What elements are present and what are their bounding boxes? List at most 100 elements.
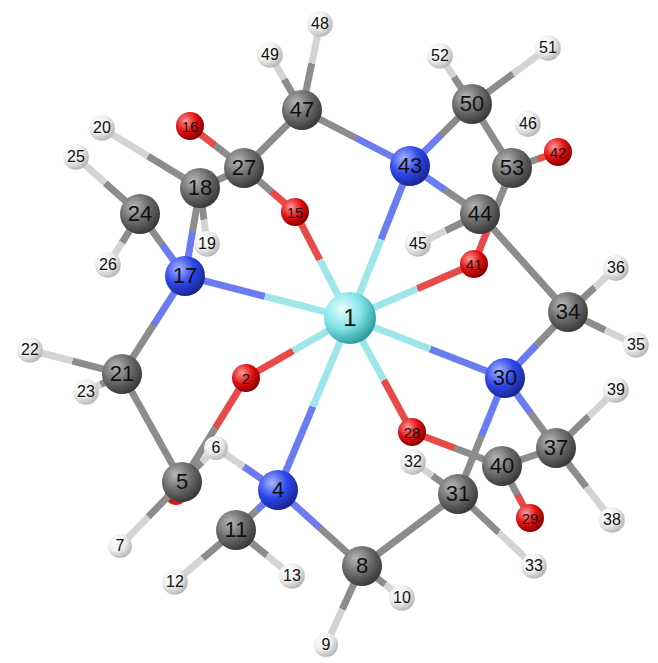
atom-ball: 47 xyxy=(282,90,322,130)
atom-sphere-fill xyxy=(623,332,649,358)
atom-number: 31 xyxy=(446,483,470,505)
bond-line xyxy=(520,454,538,460)
atom-ball: 49 xyxy=(257,42,283,68)
bond-line xyxy=(151,229,174,260)
bond-line xyxy=(202,207,205,232)
bond-line xyxy=(359,184,403,295)
bond-line xyxy=(257,330,328,371)
atom-number: 30 xyxy=(493,367,517,389)
bond-line xyxy=(516,393,545,432)
atom-number: 44 xyxy=(468,203,492,225)
atom-sphere-fill xyxy=(232,364,260,392)
atom-number: 45 xyxy=(409,236,427,252)
atom-number: 24 xyxy=(128,203,152,225)
atom-number: 10 xyxy=(393,590,411,606)
atom-number: 34 xyxy=(556,301,580,323)
atom-number: 12 xyxy=(166,574,184,590)
atom-ball: 1 xyxy=(324,292,376,344)
atom-number: 19 xyxy=(198,236,216,252)
atom-ball: 10 xyxy=(389,585,415,611)
bond-line xyxy=(276,65,292,93)
atom-sphere-fill xyxy=(120,194,160,234)
bond-line xyxy=(585,320,625,340)
atom-sphere-fill xyxy=(165,256,205,296)
atom-number: 42 xyxy=(550,145,567,160)
atom-ball: 9 xyxy=(314,633,338,657)
atom-ball: 33 xyxy=(521,553,547,579)
bond-line xyxy=(203,281,325,312)
atom-sphere-fill xyxy=(216,510,256,550)
atom-ball: 42 xyxy=(544,138,572,166)
bond-line xyxy=(251,542,283,568)
atom-ball: 18 xyxy=(180,168,220,208)
atom-sphere-fill xyxy=(390,146,430,186)
atom-number: 2 xyxy=(242,371,250,386)
atom-sphere-fill xyxy=(521,553,547,579)
atom-ball: 28 xyxy=(398,418,426,446)
atom-number: 39 xyxy=(607,382,625,398)
atom-sphere-fill xyxy=(95,252,121,278)
atom-sphere-fill xyxy=(307,11,333,37)
atom-ball: 40 xyxy=(482,446,522,486)
atom-sphere-fill xyxy=(544,138,572,166)
atom-ball: 44 xyxy=(460,194,500,234)
bond-line xyxy=(192,389,239,466)
atom-number: 52 xyxy=(431,48,449,64)
atom-sphere-fill xyxy=(162,569,188,595)
atom-ball: 7 xyxy=(108,534,132,558)
atom-number: 43 xyxy=(398,155,422,177)
atom-sphere-fill xyxy=(17,337,43,363)
atom-sphere-fill xyxy=(314,633,338,657)
bond-line xyxy=(447,66,462,88)
atom-sphere-fill xyxy=(492,148,532,188)
bond-line xyxy=(114,230,130,255)
atom-number: 28 xyxy=(404,425,421,440)
atom-ball: 39 xyxy=(603,377,629,403)
bond-line xyxy=(217,176,226,180)
bond-line xyxy=(362,340,406,421)
atom-ball: 31 xyxy=(438,474,478,514)
bond-line xyxy=(424,437,484,460)
bond-line xyxy=(292,503,348,554)
atom-sphere-fill xyxy=(281,198,309,226)
bond-line xyxy=(423,117,458,152)
atom-ball: 19 xyxy=(194,231,220,257)
atom-ball: 30 xyxy=(485,358,525,398)
atom-number: 27 xyxy=(232,157,256,179)
bond-line xyxy=(128,496,169,538)
atom-sphere-fill xyxy=(603,255,629,281)
atom-sphere-fill xyxy=(224,148,264,188)
atom-ball: 35 xyxy=(623,332,649,358)
bond-line xyxy=(258,180,285,203)
atom-sphere-fill xyxy=(389,585,415,611)
bond-line xyxy=(250,503,264,517)
bond-line xyxy=(373,327,487,371)
atom-ball: 8 xyxy=(342,546,382,586)
bond-line xyxy=(195,456,208,469)
atom-number: 38 xyxy=(603,512,621,528)
atom-ball: 25 xyxy=(63,144,89,170)
atom-number: 53 xyxy=(500,157,524,179)
atom-sphere-fill xyxy=(324,292,376,344)
atom-sphere-fill xyxy=(162,462,202,502)
atom-sphere-fill xyxy=(536,428,576,468)
atom-ball: 4 xyxy=(258,470,298,510)
atom-sphere-fill xyxy=(282,90,322,130)
bond-line xyxy=(85,165,126,201)
atom-ball: 11 xyxy=(216,510,256,550)
atom-sphere-fill xyxy=(398,418,426,446)
atom-sphere-fill xyxy=(452,84,492,124)
atom-sphere-fill xyxy=(73,379,99,405)
atom-sphere-fill xyxy=(89,115,115,141)
atom-sphere-fill xyxy=(548,292,588,332)
atom-sphere-fill xyxy=(405,231,431,257)
atom-ball: 24 xyxy=(120,194,160,234)
atom-number: 7 xyxy=(116,538,125,554)
bond-line xyxy=(377,578,393,591)
bond-line xyxy=(131,391,173,466)
atom-ball: 29 xyxy=(516,504,544,532)
bond-line xyxy=(493,228,556,298)
atom-sphere-fill xyxy=(460,194,500,234)
atom-sphere-fill xyxy=(516,504,544,532)
atom-number: 37 xyxy=(544,437,568,459)
